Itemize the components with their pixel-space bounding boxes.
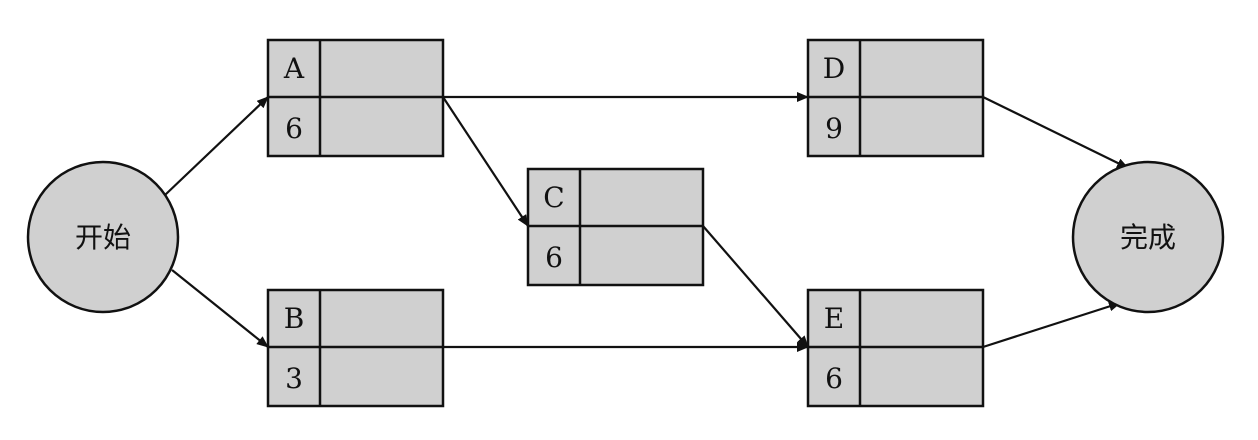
task-id: A [283, 52, 305, 85]
task-node-c: C 6 [526, 167, 705, 287]
start-node-label: 开始 [75, 221, 131, 254]
task-duration: 9 [825, 112, 843, 145]
task-id: E [824, 302, 844, 335]
task-node-d: D 9 [806, 38, 985, 158]
task-id: C [543, 181, 564, 214]
task-node-e: E 6 [806, 288, 985, 408]
task-id: D [823, 52, 845, 85]
edge-c-to-e [702, 225, 809, 348]
task-node-a: A 6 [266, 38, 445, 158]
end-node-label: 完成 [1120, 221, 1176, 254]
edge-d-to-end [982, 96, 1129, 169]
task-duration: 6 [545, 241, 563, 274]
edge-e-to-end [982, 301, 1121, 349]
end-node: 完成 [1071, 160, 1225, 314]
edge-layer [164, 92, 1129, 352]
edge-start-to-a [164, 96, 269, 196]
task-duration: 3 [285, 362, 303, 395]
task-duration: 6 [285, 112, 303, 145]
end-node-circle [1071, 160, 1225, 314]
edge-a-to-c [442, 96, 529, 227]
start-node: 开始 [26, 160, 180, 314]
start-node-circle [26, 160, 180, 314]
task-id: B [284, 302, 305, 335]
task-node-b: B 3 [266, 288, 445, 408]
edge-start-to-b [171, 269, 269, 348]
task-duration: 6 [825, 362, 843, 395]
